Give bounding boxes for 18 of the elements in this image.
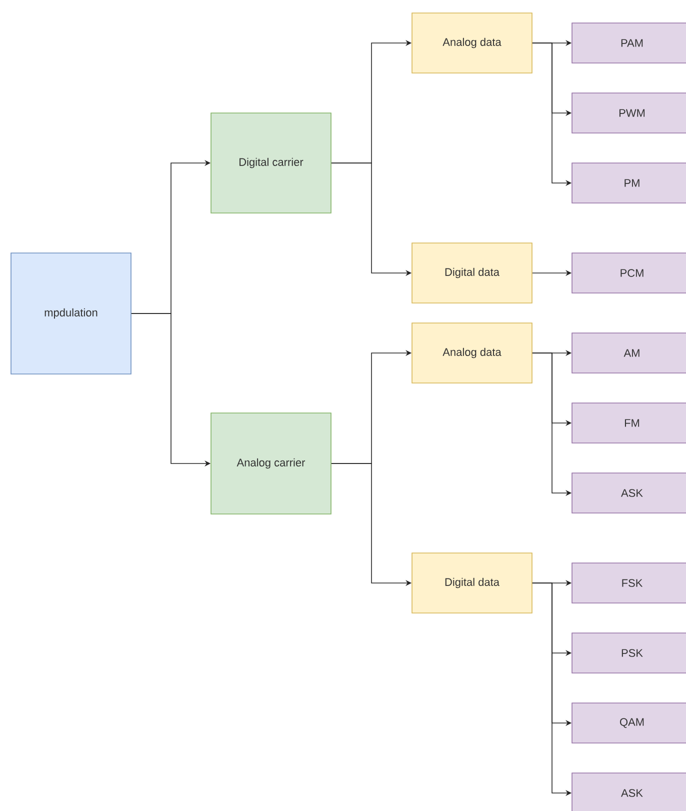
technique-box: QAM	[572, 702, 686, 744]
technique-box: ASK	[572, 772, 686, 811]
technique-box: PM	[572, 162, 686, 204]
technique-box: AM	[572, 332, 686, 374]
data-box: Analog data	[412, 12, 532, 74]
technique-box: FSK	[572, 562, 686, 604]
technique-box: PAM	[572, 22, 686, 64]
carrier-box: Digital carrier	[210, 112, 332, 214]
data-box: Digital data	[412, 242, 532, 304]
technique-box: FM	[572, 402, 686, 444]
technique-box: PSK	[572, 632, 686, 674]
data-box: Digital data	[412, 552, 532, 614]
technique-box: PCM	[572, 252, 686, 294]
technique-box: PWM	[572, 92, 686, 134]
root-box: mpdulation	[10, 252, 132, 374]
carrier-box: Analog carrier	[210, 412, 332, 514]
technique-box: ASK	[572, 472, 686, 514]
data-box: Analog data	[412, 322, 532, 384]
